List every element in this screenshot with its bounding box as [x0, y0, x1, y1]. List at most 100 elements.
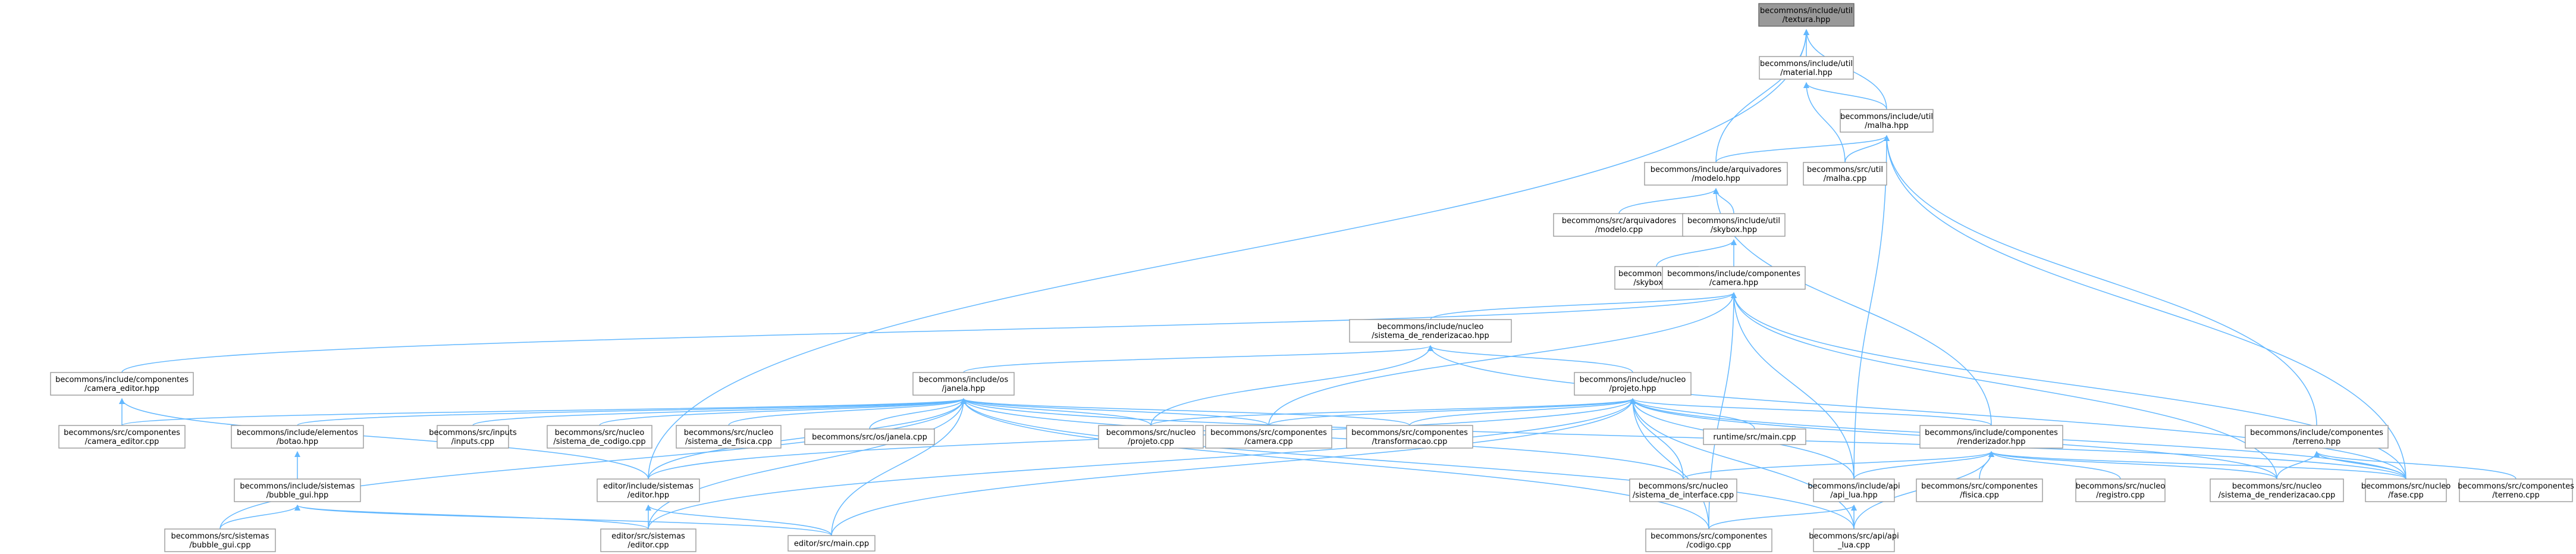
node-renderizador_hpp[interactable]: becommons/include/componentes/renderizad…	[1919, 425, 2063, 449]
node-label-line: /sistema_de_renderizacao.hpp	[1372, 331, 1489, 340]
node-box	[1813, 478, 1895, 502]
node-box	[1553, 213, 1685, 237]
node-label-line: becommons/include/sistemas	[240, 482, 354, 491]
node-box	[597, 478, 700, 502]
edge-camera_editor_cpp-to-janela_hpp	[121, 398, 967, 426]
edge-transf_cpp-to-projeto_hpp	[1409, 398, 1636, 426]
node-label-line: /janela.hpp	[942, 384, 986, 393]
node-camera_hpp[interactable]: becommons/include/componentes/camera.hpp	[1662, 266, 1806, 290]
edge-sist_rend_hpp-to-camera_hpp	[1430, 292, 1737, 320]
node-camera_cpp[interactable]: becommons/src/componentes/camera.cpp	[1205, 425, 1332, 449]
node-box	[1703, 428, 1806, 445]
node-janela_hpp[interactable]: becommons/include/os/janela.hpp	[912, 372, 1015, 396]
node-runtime_main[interactable]: runtime/src/main.cpp	[1703, 428, 1806, 445]
node-malha_hpp[interactable]: becommons/include/util/malha.hpp	[1840, 109, 1934, 133]
node-label-line: becommons/src/componentes	[1651, 532, 1767, 541]
node-label-line: /malha.cpp	[1824, 174, 1867, 183]
edge-sist_rend_cpp-to-renderizador_hpp	[1988, 451, 2277, 480]
node-label-line: /camera.hpp	[1709, 278, 1758, 287]
edge-sist_interface_cpp-to-projeto_hpp	[1630, 398, 1684, 480]
node-camera_editor_hpp[interactable]: becommons/include/componentes/camera_edi…	[50, 372, 194, 396]
node-box	[1803, 162, 1887, 186]
node-editor_main[interactable]: editor/src/main.cpp	[787, 535, 876, 552]
node-codigo_cpp[interactable]: becommons/src/componentes/codigo.cpp	[1645, 528, 1772, 552]
node-label-line: becommons/src/nucleo	[1106, 428, 1196, 437]
node-label-line: editor/src/main.cpp	[794, 540, 869, 549]
node-fisica_cpp[interactable]: becommons/src/componentes/fisica.cpp	[1916, 478, 2043, 502]
edge-editor_main-to-projeto_hpp	[831, 398, 1636, 536]
node-label-line: /skybox.hpp	[1711, 226, 1757, 234]
node-fase_cpp[interactable]: becommons/src/nucleo/fase.cpp	[2361, 478, 2451, 502]
node-bubble_cpp[interactable]: becommons/src/sistemas/bubble_gui.cpp	[164, 528, 276, 552]
node-box	[1574, 372, 1692, 396]
edge-skybox_hpp-to-modelo_hpp	[1713, 188, 1734, 214]
node-sist_codigo_cpp[interactable]: becommons/src/nucleo/sistema_de_codigo.c…	[547, 425, 652, 449]
node-label-line: /material.hpp	[1780, 68, 1833, 77]
node-box	[1098, 425, 1204, 449]
node-label-line: becommons/include/componentes	[55, 375, 189, 384]
node-box	[231, 425, 364, 449]
node-label-line: becommons/include/util	[1760, 7, 1853, 15]
node-label-line: runtime/src/main.cpp	[1713, 433, 1796, 442]
edge-malha_hpp-to-material_hpp	[1803, 82, 1887, 110]
node-projeto_hpp[interactable]: becommons/include/nucleo/projeto.hpp	[1574, 372, 1692, 396]
edge-botao_hpp-to-janela_hpp	[297, 398, 967, 426]
node-textura_hpp[interactable]: becommons/include/util/textura.hpp	[1758, 3, 1855, 27]
node-modelo_hpp[interactable]: becommons/include/arquivadores/modelo.hp…	[1644, 162, 1788, 186]
edge-bubble_cpp-to-bubble_hpp	[219, 505, 300, 530]
node-projeto_cpp[interactable]: becommons/src/nucleo/projeto.cpp	[1098, 425, 1204, 449]
edge-inputs_cpp-to-janela_hpp	[472, 398, 967, 426]
node-editor_hpp[interactable]: editor/include/sistemas/editor.hpp	[597, 478, 700, 502]
node-api_lua_cpp[interactable]: becommons/src/api/api_lua.cpp	[1809, 528, 1899, 552]
edge-api_lua_cpp-to-projeto_hpp	[1630, 398, 1855, 530]
node-skybox_hpp[interactable]: becommons/include/util/skybox.hpp	[1682, 213, 1786, 237]
node-box	[1349, 319, 1512, 343]
node-label-line: /terreno.hpp	[2293, 437, 2341, 446]
node-inputs_cpp[interactable]: becommons/src/inputs/inputs.cpp	[429, 425, 517, 449]
node-modelo_cpp[interactable]: becommons/src/arquivadores/modelo.cpp	[1553, 213, 1685, 237]
node-label-line: /inputs.cpp	[451, 437, 494, 446]
node-sist_interface_cpp[interactable]: becommons/src/nucleo/sistema_de_interfac…	[1629, 478, 1737, 502]
node-terreno_cpp[interactable]: becommons/src/componentes/terreno.cpp	[2458, 478, 2574, 502]
edge-api_lua_cpp-to-janela_hpp	[961, 398, 1855, 530]
edge-sist_rend_cpp-to-camera_hpp	[1731, 292, 2277, 480]
node-label-line: /malha.hpp	[1865, 121, 1909, 130]
node-api_lua_hpp[interactable]: becommons/include/api/api_lua.hpp	[1808, 478, 1900, 502]
node-label-line: /sistema_de_fisica.cpp	[685, 437, 772, 446]
node-sist_rend_hpp[interactable]: becommons/include/nucleo/sistema_de_rend…	[1349, 319, 1512, 343]
edge-modelo_hpp-to-textura_hpp	[1715, 29, 1809, 163]
node-box	[164, 528, 276, 552]
edge-modelo_cpp-to-modelo_hpp	[1618, 188, 1719, 214]
node-label-line: editor/include/sistemas	[603, 482, 694, 491]
node-editor_cpp[interactable]: editor/src/sistemas/editor.cpp	[600, 528, 696, 552]
edge-editor_hpp-to-textura_hpp	[648, 29, 1809, 480]
edge-malha_cpp-to-material_hpp	[1803, 82, 1846, 163]
node-label-line: becommons/include/elementos	[237, 428, 358, 437]
node-box	[1629, 478, 1737, 502]
node-box	[600, 528, 696, 552]
edge-sist_rend_cpp-to-terreno_hpp	[2276, 451, 2320, 480]
node-label-line: /fisica.cpp	[1960, 491, 1999, 500]
node-malha_cpp[interactable]: becommons/src/util/malha.cpp	[1803, 162, 1887, 186]
node-label-line: becommons/include/arquivadores	[1651, 165, 1782, 174]
node-camera_editor_cpp[interactable]: becommons/src/componentes/camera_editor.…	[58, 425, 186, 449]
edge-renderizador_hpp-to-projeto_hpp	[1630, 398, 1992, 426]
edge-codigo_cpp-to-api_lua_hpp	[1708, 505, 1857, 530]
edge-bubble_cpp-to-janela_hpp	[219, 398, 967, 530]
node-bubble_hpp[interactable]: becommons/include/sistemas/bubble_gui.hp…	[234, 478, 361, 502]
node-label-line: /camera.cpp	[1244, 437, 1292, 446]
node-material_hpp[interactable]: becommons/include/util/material.hpp	[1759, 56, 1854, 80]
node-janela_cpp[interactable]: becommons/src/os/janela.cpp	[804, 428, 935, 445]
node-box	[234, 478, 361, 502]
node-botao_hpp[interactable]: becommons/include/elementos/botao.hpp	[231, 425, 364, 449]
node-terreno_hpp[interactable]: becommons/include/componentes/terreno.hp…	[2245, 425, 2389, 449]
node-registro_cpp[interactable]: becommons/src/nucleo/registro.cpp	[2075, 478, 2166, 502]
edge-camera_cpp-to-camera_hpp	[1268, 292, 1737, 426]
node-box	[912, 372, 1015, 396]
node-sist_rend_cpp[interactable]: becommons/src/nucleo/sistema_de_renderiz…	[2210, 478, 2344, 502]
edge-editor_main-to-editor_hpp	[645, 505, 832, 536]
node-transf_cpp[interactable]: becommons/src/componentes/transformacao.…	[1346, 425, 1473, 449]
node-box	[437, 425, 509, 449]
node-sist_fisica_cpp[interactable]: becommons/src/nucleo/sistema_de_fisica.c…	[676, 425, 782, 449]
node-label-line: becommons/include/util	[1687, 217, 1780, 226]
